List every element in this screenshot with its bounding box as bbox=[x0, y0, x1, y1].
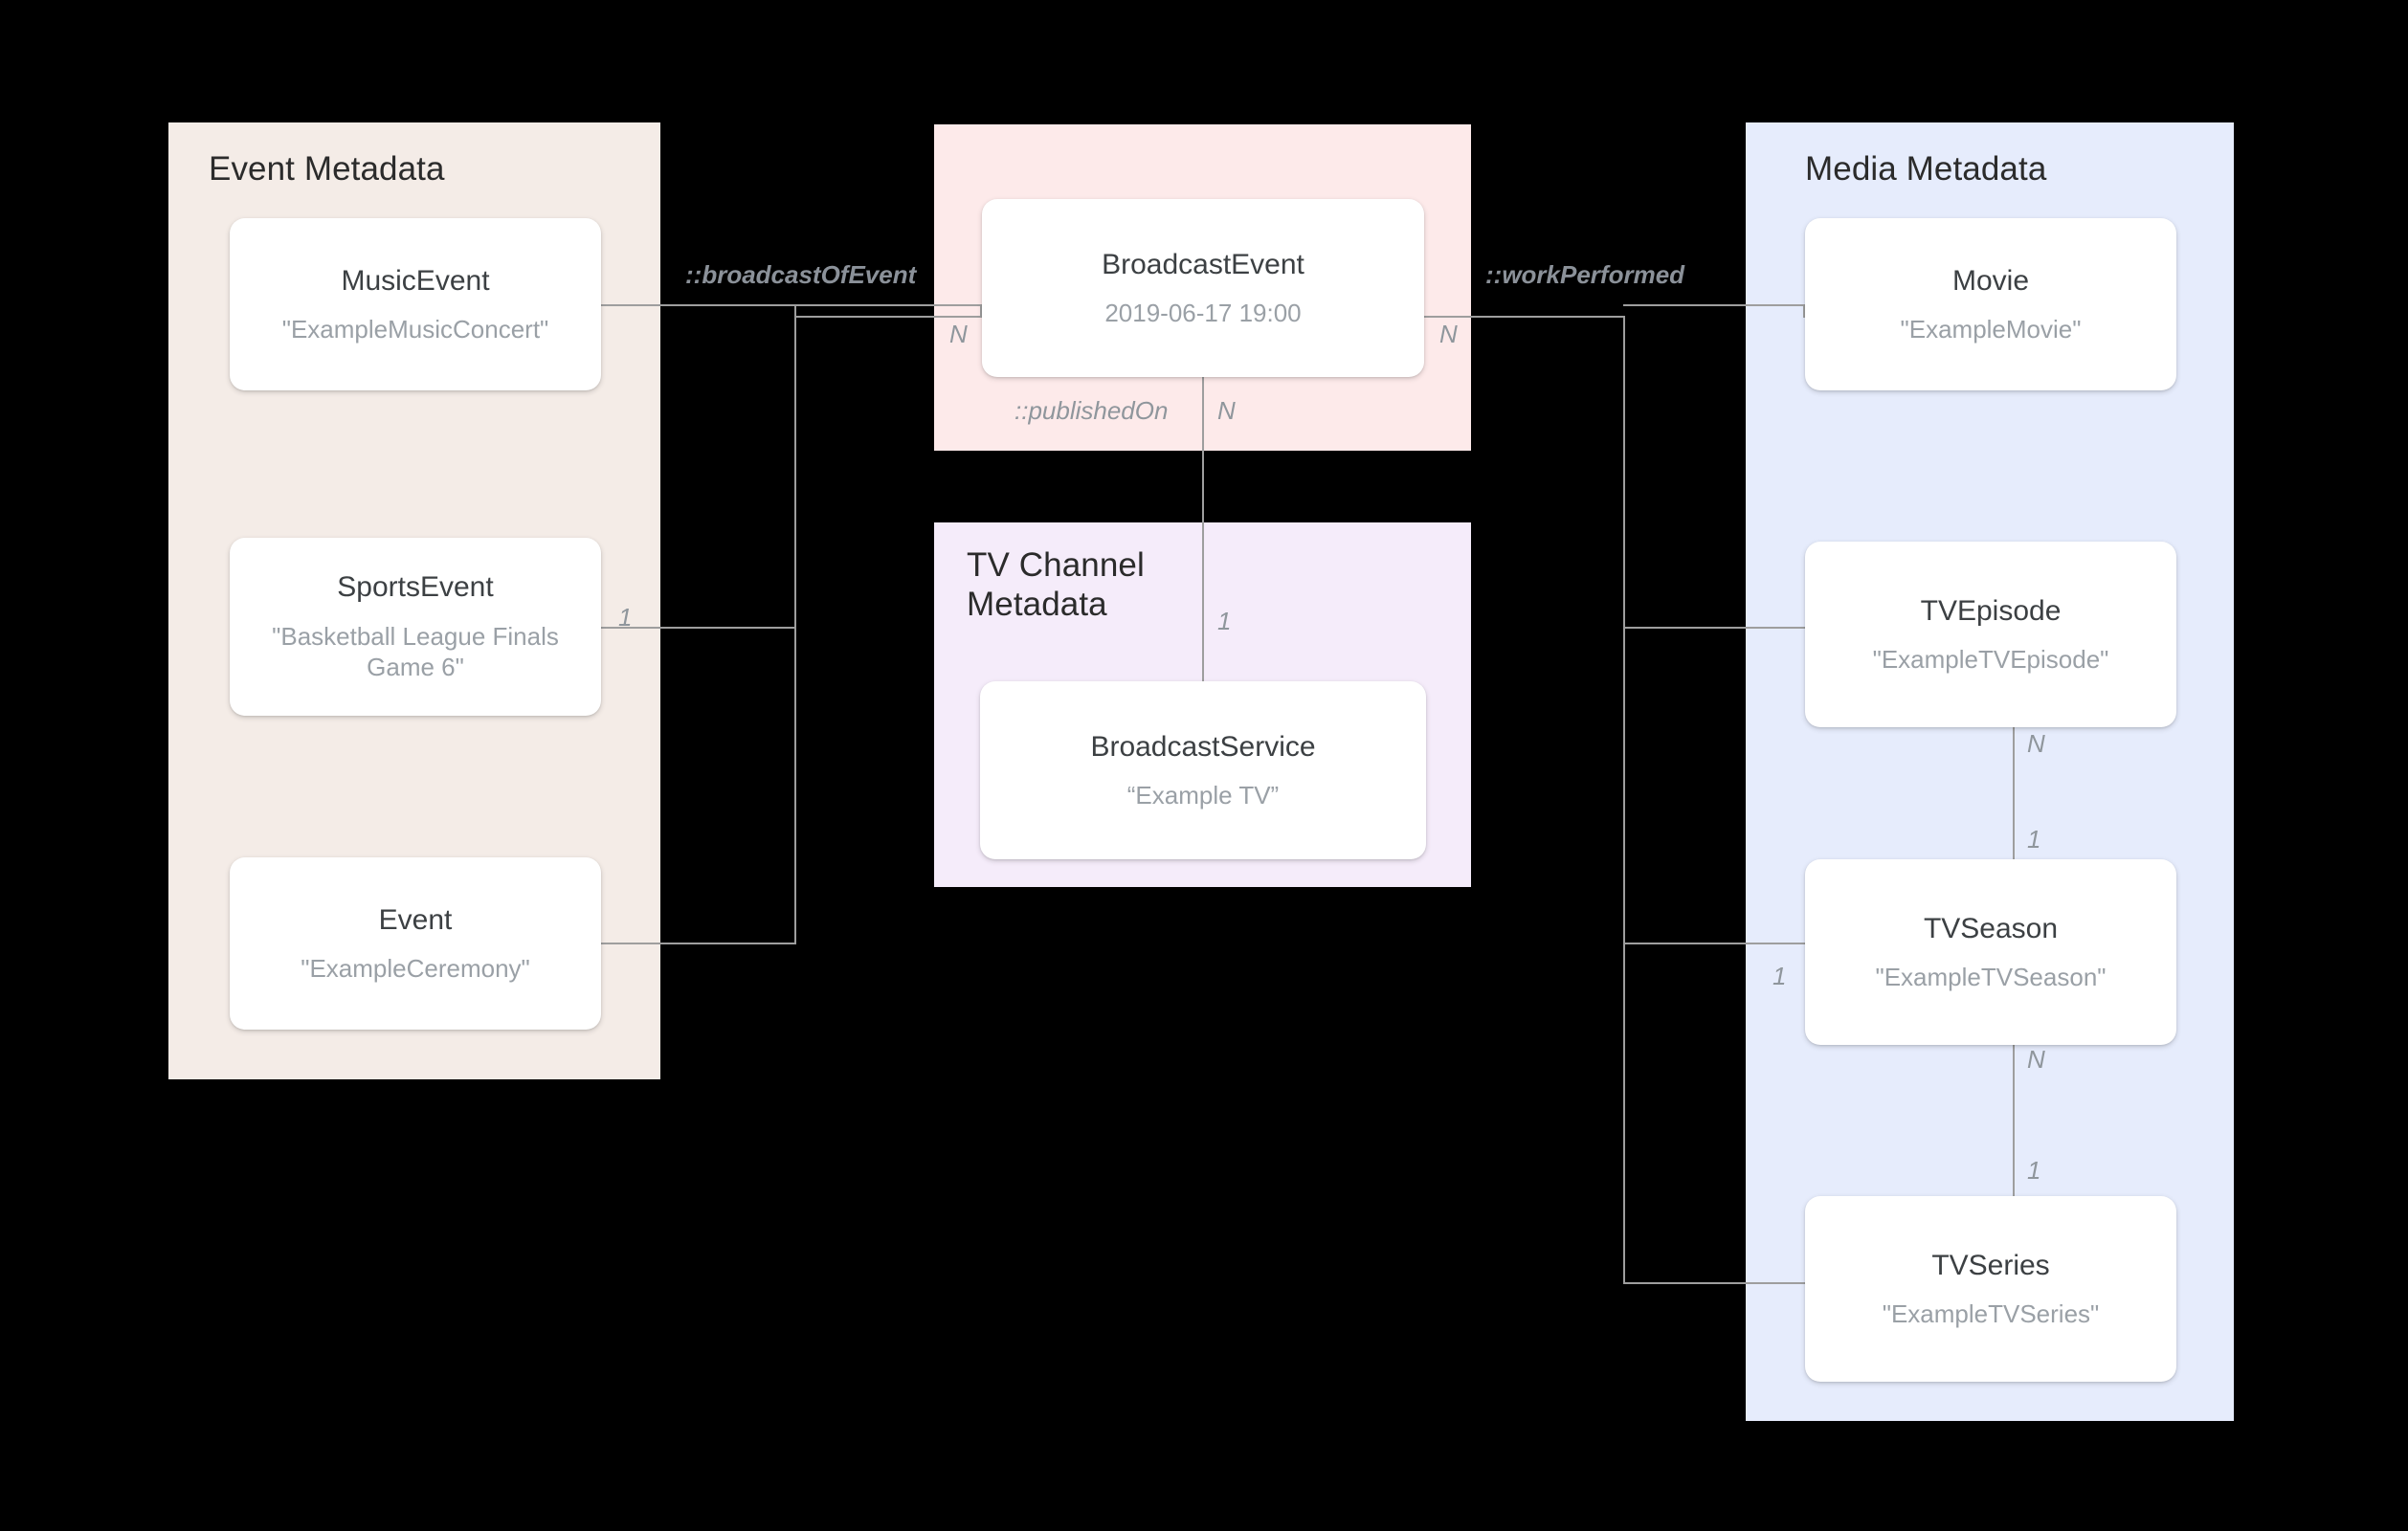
connector-trunk-to-tvseries bbox=[1623, 1282, 1805, 1284]
edge-cardinality-season-n: N bbox=[2027, 1045, 2045, 1074]
edge-label-published-on: ::publishedOn bbox=[1014, 396, 1169, 425]
edge-cardinality-episode-n: N bbox=[2027, 729, 2045, 758]
connector-trunk-to-tvseason bbox=[1623, 943, 1805, 944]
edge-cardinality-broadcast-right-n: N bbox=[1439, 320, 1458, 348]
node-sports-event-value: "Basketball League Finals Game 6" bbox=[272, 622, 559, 682]
panel-media-metadata-title: Media Metadata bbox=[1805, 150, 2047, 188]
edge-cardinality-tvseason-left-one: 1 bbox=[1773, 962, 1787, 990]
node-event[interactable]: Event "ExampleCeremony" bbox=[230, 857, 601, 1030]
node-sports-event[interactable]: SportsEvent "Basketball League Finals Ga… bbox=[230, 538, 601, 716]
connector-event-stub bbox=[601, 943, 796, 944]
node-music-event-type: MusicEvent bbox=[341, 264, 490, 297]
connector-trunk-to-movie bbox=[1623, 304, 1805, 306]
edge-label-broadcast-of-event: ::broadcastOfEvent bbox=[685, 260, 917, 289]
connector-event-trunk-riser bbox=[980, 304, 982, 318]
connector-event-trunk bbox=[794, 304, 796, 943]
connector-season-to-series bbox=[2013, 1045, 2015, 1198]
node-sports-event-type: SportsEvent bbox=[337, 571, 494, 604]
node-broadcast-service[interactable]: BroadcastService “Example TV” bbox=[980, 681, 1426, 859]
connector-published-on bbox=[1202, 377, 1204, 681]
node-tv-season-type: TVSeason bbox=[1923, 912, 2059, 944]
node-broadcast-service-value: “Example TV” bbox=[1126, 781, 1280, 810]
node-tv-season-value: "ExampleTVSeason" bbox=[1875, 963, 2107, 992]
connector-media-trunk bbox=[1623, 316, 1625, 1282]
connector-sports-event-stub bbox=[601, 627, 796, 629]
edge-cardinality-published-on-one: 1 bbox=[1217, 607, 1232, 635]
panel-tv-channel-metadata-title: TV Channel Metadata bbox=[967, 546, 1145, 624]
connector-event-to-broadcast bbox=[794, 316, 982, 318]
node-event-type: Event bbox=[378, 903, 453, 936]
panel-event-metadata-title: Event Metadata bbox=[209, 150, 445, 188]
edge-cardinality-published-on-n: N bbox=[1217, 396, 1236, 425]
connector-episode-to-season bbox=[2013, 727, 2015, 880]
edge-cardinality-series-one: 1 bbox=[2027, 1156, 2041, 1185]
node-event-value: "ExampleCeremony" bbox=[301, 954, 530, 984]
node-broadcast-service-type: BroadcastService bbox=[1090, 730, 1316, 763]
node-tv-series-value: "ExampleTVSeries" bbox=[1882, 1299, 2100, 1329]
connector-trunk-to-tvepisode bbox=[1623, 627, 1805, 629]
node-broadcast-event-value: 2019-06-17 19:00 bbox=[1104, 299, 1302, 328]
node-music-event-value: "ExampleMusicConcert" bbox=[281, 315, 549, 344]
node-tv-season[interactable]: TVSeason "ExampleTVSeason" bbox=[1805, 859, 2176, 1045]
node-movie[interactable]: Movie "ExampleMovie" bbox=[1805, 218, 2176, 390]
node-movie-value: "ExampleMovie" bbox=[1900, 315, 2082, 344]
node-tv-series[interactable]: TVSeries "ExampleTVSeries" bbox=[1805, 1196, 2176, 1382]
node-tv-series-type: TVSeries bbox=[1931, 1249, 2050, 1281]
node-broadcast-event-type: BroadcastEvent bbox=[1102, 248, 1304, 280]
node-broadcast-event[interactable]: BroadcastEvent 2019-06-17 19:00 bbox=[982, 199, 1424, 377]
edge-cardinality-broadcast-left-n: N bbox=[949, 320, 968, 348]
node-movie-type: Movie bbox=[1951, 264, 2030, 297]
connector-movie-riser bbox=[1803, 304, 1805, 318]
node-tv-episode-value: "ExampleTVEpisode" bbox=[1872, 645, 2109, 675]
node-tv-episode[interactable]: TVEpisode "ExampleTVEpisode" bbox=[1805, 542, 2176, 727]
node-tv-episode-type: TVEpisode bbox=[1920, 594, 2062, 627]
edge-cardinality-sports-event-one: 1 bbox=[618, 603, 633, 632]
node-music-event[interactable]: MusicEvent "ExampleMusicConcert" bbox=[230, 218, 601, 390]
connector-music-to-broadcast bbox=[601, 304, 982, 306]
edge-label-work-performed: ::workPerformed bbox=[1485, 260, 1685, 289]
edge-cardinality-season-one: 1 bbox=[2027, 825, 2041, 854]
connector-broadcast-to-media-stub bbox=[1424, 316, 1623, 318]
